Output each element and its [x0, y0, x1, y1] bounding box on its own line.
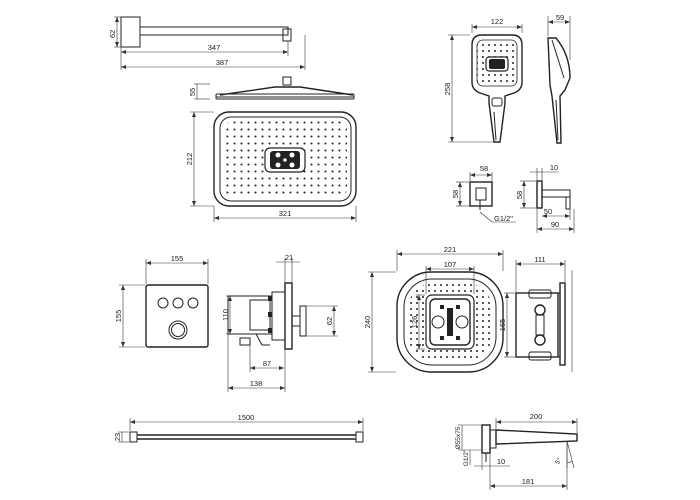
valve-front-view: 155 155: [114, 254, 209, 348]
spout-thread-label: G1/2": [463, 449, 470, 466]
holder-length-label: 90: [551, 220, 559, 229]
body-62-label: 62: [325, 317, 334, 325]
outlet-thread-label: G1/2": [494, 214, 513, 223]
spout-angle-label: 5°: [553, 456, 563, 466]
hand-width-label: 122: [491, 17, 504, 26]
hose-diameter-label: 23: [113, 433, 122, 441]
body-height-label: 110: [221, 309, 230, 321]
body-top-label: 21: [285, 253, 293, 262]
body-138-label: 138: [250, 379, 263, 388]
holder-depth-label: 10: [550, 163, 558, 172]
outlet-height-label: 58: [451, 190, 460, 198]
spout-length-label: 200: [530, 412, 543, 421]
hand-length-label: 258: [443, 83, 452, 96]
body-87-label: 87: [263, 359, 271, 368]
arm-length-outer-label: 387: [216, 58, 229, 67]
head-depth-label: 212: [185, 153, 194, 166]
hose-length-label: 1500: [238, 413, 255, 422]
hand-shower-front-view: 122 258: [443, 17, 523, 143]
spout-inlet-label: Ø55x75: [455, 426, 462, 449]
valve-height-label: 155: [114, 310, 123, 323]
box-inner-width-label: 107: [444, 260, 457, 269]
side-width-label: 111: [534, 255, 545, 264]
valve-width-label: 155: [171, 254, 184, 263]
outlet-width-label: 58: [480, 164, 488, 173]
arm-length-inner-label: 347: [208, 43, 221, 52]
hand-depth-label: 59: [556, 13, 564, 22]
box-inner-height-label: 126: [410, 316, 419, 329]
mounting-box-front-view: 221 107 240 126: [363, 245, 504, 373]
hand-shower-side-view: 59: [547, 13, 571, 144]
box-width-label: 221: [444, 245, 457, 254]
hose-view: 1500 23: [113, 413, 364, 443]
holder-height-label: 50: [544, 207, 552, 216]
spout-181-label: 181: [522, 477, 535, 486]
box-height-label: 240: [363, 316, 372, 329]
spout-10-label: 10: [497, 457, 505, 466]
side-height-label: 165: [498, 319, 507, 332]
mounting-box-side-view: 111 165: [498, 255, 573, 372]
head-thickness-label: 55: [188, 88, 197, 96]
valve-body-side-view: 21 110 62 87 138: [221, 253, 338, 392]
shower-head-side-view: 55: [188, 76, 355, 100]
arm-height-label: 62: [108, 30, 117, 38]
head-width-label: 321: [279, 209, 292, 218]
wall-outlet-view: 58 58 G1/2": [451, 164, 516, 223]
spout-view: 200 Ø55x75 G1/2" 10 181 5°: [455, 412, 578, 490]
wall-arm-view: 62 347 387: [108, 16, 306, 70]
holder-side-view: 10 58 50 90: [515, 163, 575, 233]
holder-width-label: 58: [515, 191, 524, 199]
shower-head-top-view: 212 321: [185, 111, 357, 222]
